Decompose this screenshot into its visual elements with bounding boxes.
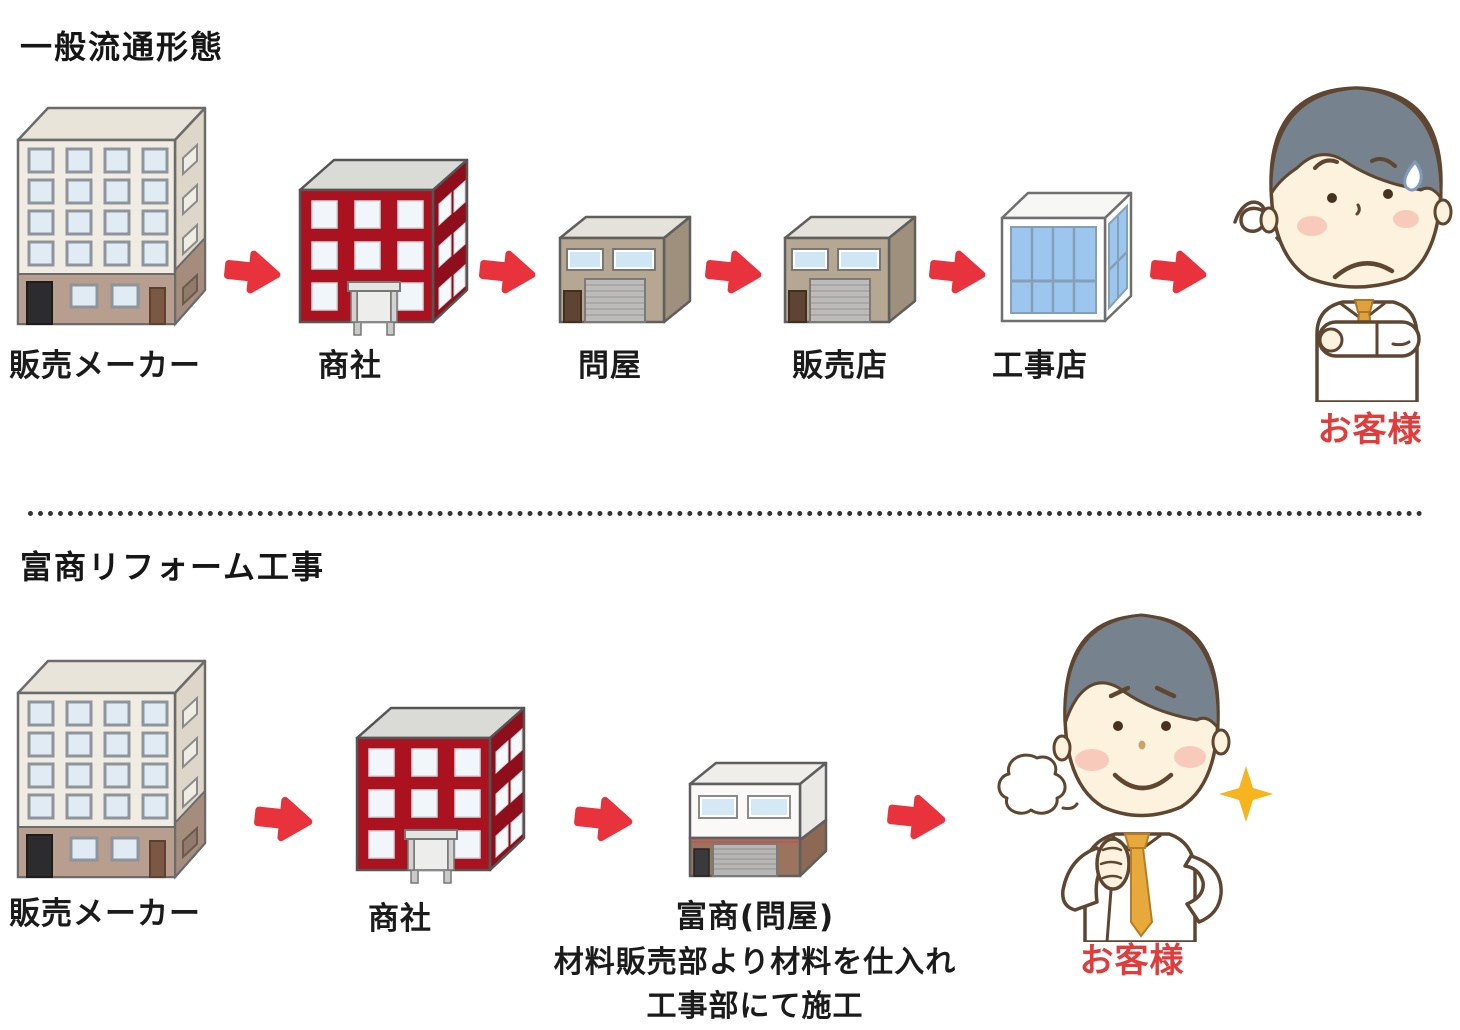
customer-label: お客様 <box>1079 941 1185 981</box>
necktie <box>1353 299 1375 313</box>
maker-office-building-illustration <box>8 92 213 330</box>
hair <box>1269 86 1443 200</box>
flow-arrow-icon <box>1145 241 1211 303</box>
hanbaiten-label: 販売店 <box>792 348 888 384</box>
trading-company-building-illustration <box>345 698 535 886</box>
maker-label: 販売メーカー <box>9 896 201 932</box>
fusho-wholesaler-building-illustration <box>682 750 844 886</box>
flow-arrow-icon <box>474 241 540 303</box>
maker-office-building-illustration <box>8 645 213 883</box>
maker-label: 販売メーカー <box>9 348 201 384</box>
shosha-label: 商社 <box>318 348 382 384</box>
flow-arrow-icon <box>219 241 285 303</box>
worried-customer-illustration <box>1225 72 1460 402</box>
contractor-glass-building-illustration <box>992 178 1140 330</box>
trading-company-building-illustration <box>288 150 478 338</box>
flow-arrow-icon <box>249 787 317 851</box>
general-distribution-title: 一般流通形態 <box>20 28 225 66</box>
kojiten-label: 工事店 <box>992 348 1088 384</box>
retail-shop-building-illustration <box>777 208 929 330</box>
sparkle-star <box>1219 766 1273 822</box>
fusho-reform-title: 富商リフォーム工事 <box>20 548 326 586</box>
sweat-drop <box>1403 160 1423 192</box>
necktie <box>1123 833 1151 849</box>
flow-arrow-icon <box>924 241 990 303</box>
hair <box>1063 613 1220 730</box>
shosha-label: 商社 <box>368 901 432 937</box>
flow-arrow-icon <box>882 785 950 849</box>
flow-arrow-icon <box>569 787 637 851</box>
fusho-detail-line2: 工事部にて施工 <box>646 989 864 1024</box>
fusho-label: 富商(問屋) <box>675 899 835 935</box>
proud-puff-cloud <box>997 753 1067 815</box>
customer-label: お客様 <box>1317 410 1423 450</box>
flow-arrow-icon <box>700 241 766 303</box>
tonya-label: 問屋 <box>578 348 642 384</box>
fusho-detail-line1: 材料販売部より材料を仕入れ <box>553 945 957 980</box>
dotted-divider <box>28 511 1423 516</box>
wholesaler-shop-building-illustration <box>552 208 704 330</box>
happy-customer-illustration <box>985 602 1275 942</box>
